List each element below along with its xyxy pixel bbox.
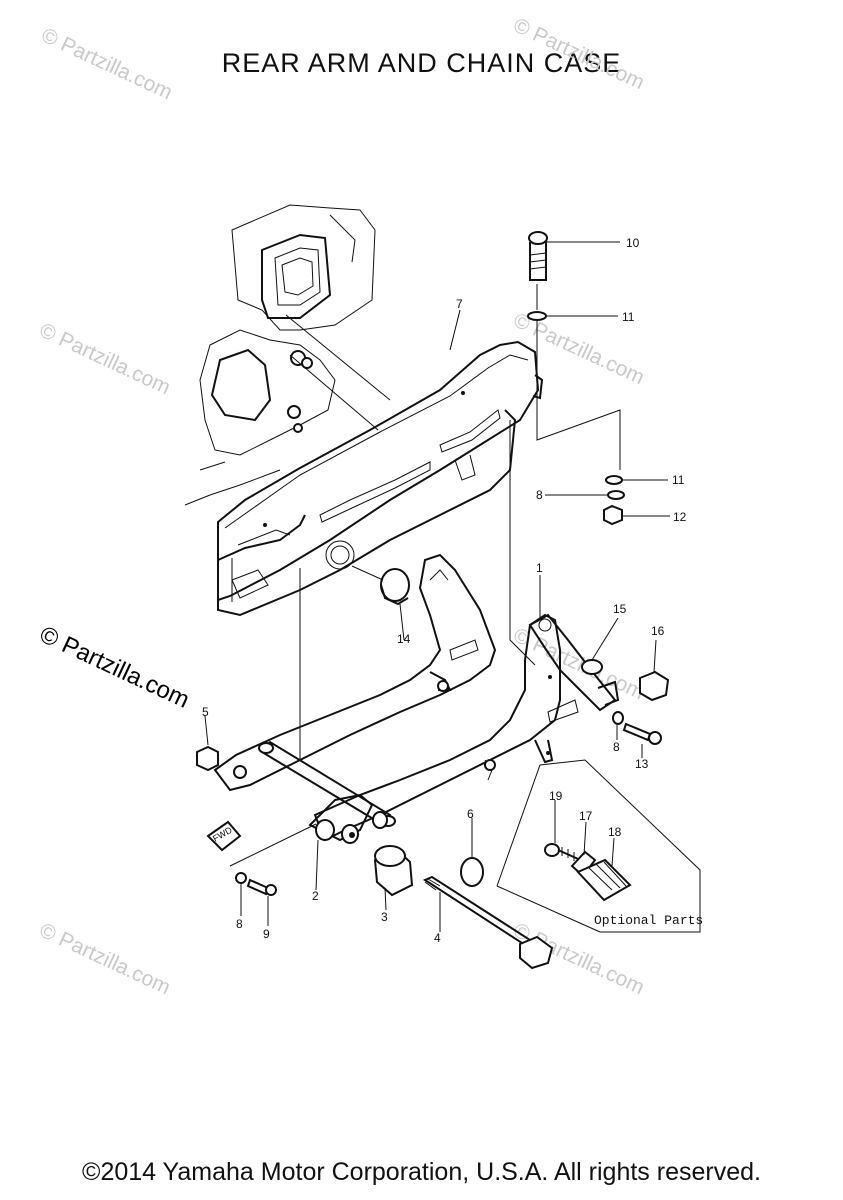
watermark: © Partzilla.com xyxy=(510,624,648,705)
diagram-title: REAR ARM AND CHAIN CASE xyxy=(221,48,622,78)
callout-16: 16 xyxy=(651,624,665,638)
frame-section xyxy=(184,204,376,506)
callout-15: 15 xyxy=(613,602,627,616)
callout-9: 9 xyxy=(263,927,270,941)
callout-2: 2 xyxy=(312,889,319,903)
callout-3: 3 xyxy=(381,910,388,924)
callout-labels: 10 11 7 11 8 12 1 15 16 14 5 8 13 19 17 … xyxy=(202,236,687,945)
callout-4: 4 xyxy=(434,931,441,945)
callout-8: 8 xyxy=(236,917,243,931)
fwd-arrow-icon: FWD xyxy=(206,820,242,852)
callout-1: 1 xyxy=(536,561,543,575)
callout-12: 12 xyxy=(673,510,687,524)
watermark: © Partzilla.com xyxy=(38,24,176,105)
watermark-strong: © Partzilla.com xyxy=(35,621,193,714)
callout-18: 18 xyxy=(608,825,622,839)
callout-11: 11 xyxy=(672,473,685,487)
callout-17: 17 xyxy=(579,809,593,823)
cap xyxy=(351,565,410,606)
watermark: © Partzilla.com xyxy=(36,919,174,1000)
optional-parts-label: Optional Parts xyxy=(594,913,703,928)
chain-case xyxy=(217,340,544,617)
callout-13: 13 xyxy=(635,757,649,771)
callout-8: 8 xyxy=(536,488,543,502)
leader-lines xyxy=(204,241,670,932)
watermark: © Partzilla.com xyxy=(36,319,174,400)
callout-11: 11 xyxy=(622,310,635,324)
watermark: © Partzilla.com xyxy=(510,14,648,95)
callout-14: 14 xyxy=(397,632,411,646)
callout-5: 5 xyxy=(202,705,209,719)
callout-10: 10 xyxy=(626,236,640,250)
callout-6: 6 xyxy=(467,807,474,821)
rear-arm xyxy=(213,553,579,844)
optional-parts: Optional Parts xyxy=(496,759,703,933)
callout-7: 7 xyxy=(456,297,463,311)
hardware: FWD xyxy=(196,231,670,970)
callout-19: 19 xyxy=(549,789,563,803)
adjuster-bracket xyxy=(528,613,620,712)
copyright-notice: ©2014 Yamaha Motor Corporation, U.S.A. A… xyxy=(82,1158,761,1186)
callout-8: 8 xyxy=(613,740,620,754)
